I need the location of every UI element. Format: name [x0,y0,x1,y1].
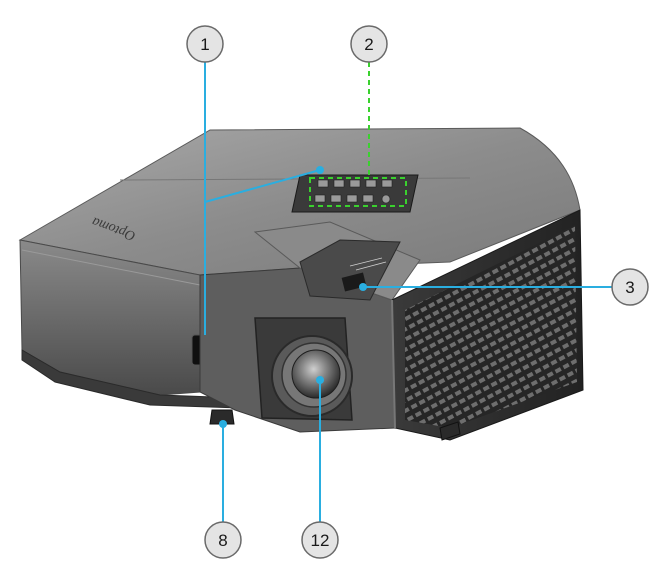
rear-foot [439,421,461,441]
callout-circle [204,521,242,559]
leader-line-12-dot [316,376,324,384]
callout-circle [611,268,649,306]
keypad-buttons [314,179,393,204]
callout-1: 1 [186,25,224,63]
front-bevel [21,249,201,286]
callout-3: 3 [611,268,649,306]
keypad-highlight [309,177,407,207]
callout-2: 2 [350,25,388,63]
callout-number: 12 [311,531,330,550]
callout-8: 8 [204,521,242,559]
leader-line-3-dot [359,283,367,291]
lens-glass [291,349,341,399]
callout-circle [301,521,339,559]
side-vent-grille [405,225,577,428]
leader-line-1-dot [316,166,324,174]
leader-line-8-dot [219,420,227,428]
leader-lines [204,62,612,522]
callout-number: 2 [364,35,373,54]
callout-number: 8 [218,531,227,550]
side-edge-highlight [391,299,396,429]
callout-12: 12 [301,521,339,559]
leader-line-1-branch [204,169,321,203]
callout-number: 3 [625,278,634,297]
zoom-scale-marks [349,257,387,271]
callout-circle [350,25,388,63]
tilt-foot [209,409,235,425]
callout-circle [186,25,224,63]
callout-number: 1 [200,35,209,54]
focus-zoom-recess [299,239,401,301]
